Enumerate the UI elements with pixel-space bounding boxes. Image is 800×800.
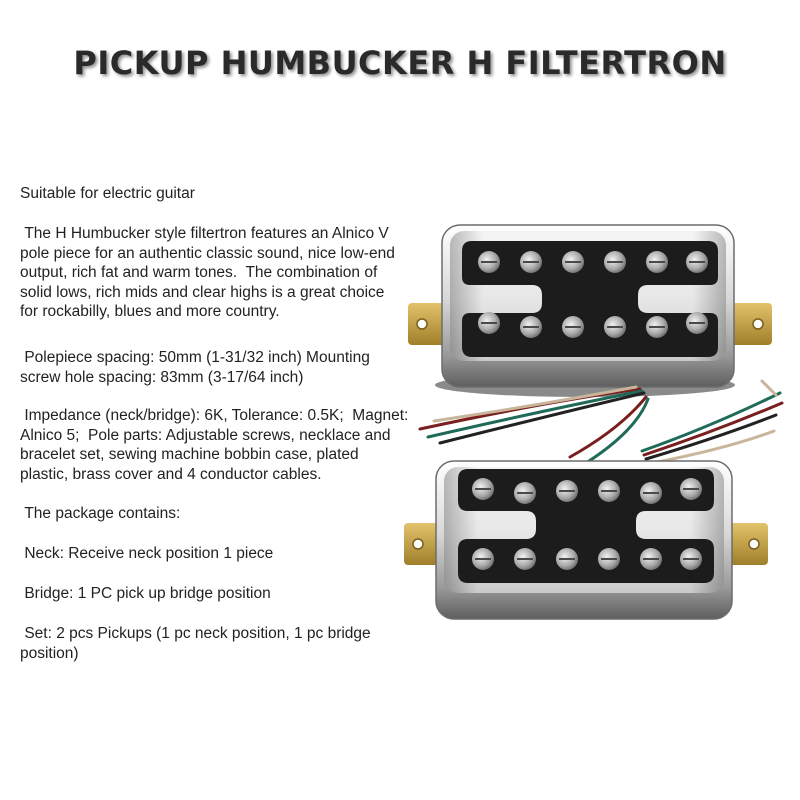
pole-pieces-top — [472, 478, 702, 504]
desc-suitable: Suitable for electric guitar — [20, 185, 195, 202]
desc-package: The package contains: — [20, 505, 181, 522]
mounting-ear-right — [722, 523, 768, 565]
neck-pickup — [408, 224, 772, 397]
conductor-wires — [418, 379, 784, 465]
bridge-pickup — [404, 460, 768, 620]
desc-set: Set: 2 pcs Pickups (1 pc neck position, … — [20, 625, 371, 662]
product-image — [390, 205, 800, 625]
desc-bridge: Bridge: 1 PC pick up bridge position — [20, 585, 271, 602]
desc-features: The H Humbucker style filtertron feature… — [20, 225, 395, 320]
desc-neck: Neck: Receive neck position 1 piece — [20, 545, 274, 562]
pole-pieces-bottom — [478, 312, 708, 338]
pole-pieces-bottom — [472, 548, 702, 570]
pickup-pair-illustration — [404, 224, 784, 620]
pole-pieces-top — [478, 251, 708, 273]
mounting-ear-right — [726, 303, 772, 345]
page-title: PICKUP HUMBUCKER H FILTERTRON — [73, 44, 727, 82]
desc-impedance: Impedance (neck/bridge): 6K, Tolerance: … — [20, 407, 409, 483]
desc-spacing: Polepiece spacing: 50mm (1-31/32 inch) M… — [20, 349, 370, 386]
